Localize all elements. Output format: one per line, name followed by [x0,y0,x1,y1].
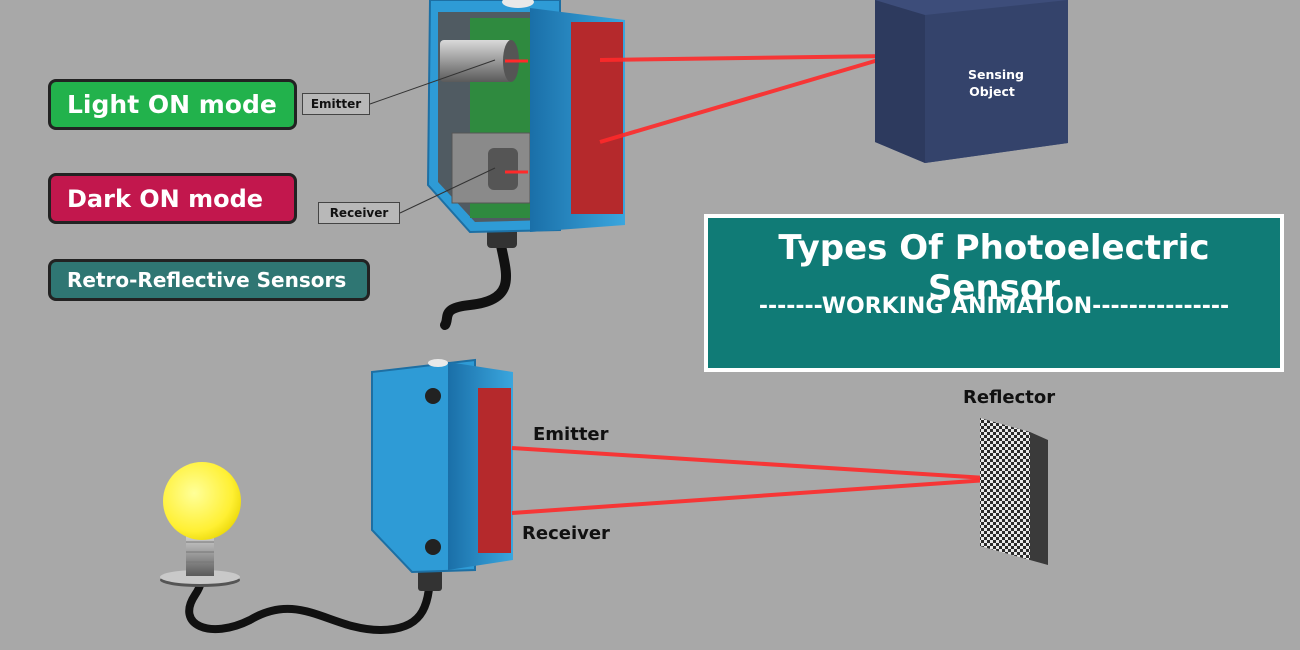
top-sensor-cable [440,235,511,330]
bottom-sensor-cable [185,566,434,635]
receiver-callout: Receiver [318,202,400,224]
light-on-mode-button[interactable]: Light ON mode [48,79,297,130]
title-box: Types Of Photoelectric Sensor -------WOR… [704,214,1284,372]
title-subtitle: -------WORKING ANIMATION--------------- [758,294,1230,319]
lamp-icon [160,462,241,587]
dark-on-mode-button[interactable]: Dark ON mode [48,173,297,224]
sensing-object-line1: Sensing [968,67,1024,82]
bottom-sensor-lens [478,388,511,553]
sensing-object-line2: Object [969,84,1015,99]
top-sensor [369,0,625,330]
top-sensor-lens [571,22,623,214]
sensing-object: Sensing Object [875,0,1068,163]
reflector-icon [980,418,1048,565]
emitter-cylinder [440,40,512,82]
retro-reflective-button[interactable]: Retro-Reflective Sensors [48,259,370,301]
top-beams [599,54,893,144]
title-main: Types Of Photoelectric Sensor [778,228,1210,308]
emitter-callout: Emitter [302,93,370,115]
bottom-beams [511,446,1003,515]
retro-receiver-label: Receiver [522,523,610,544]
reflector-label: Reflector [963,387,1056,408]
bottom-sensor [185,358,513,635]
retro-emitter-label: Emitter [533,424,609,445]
